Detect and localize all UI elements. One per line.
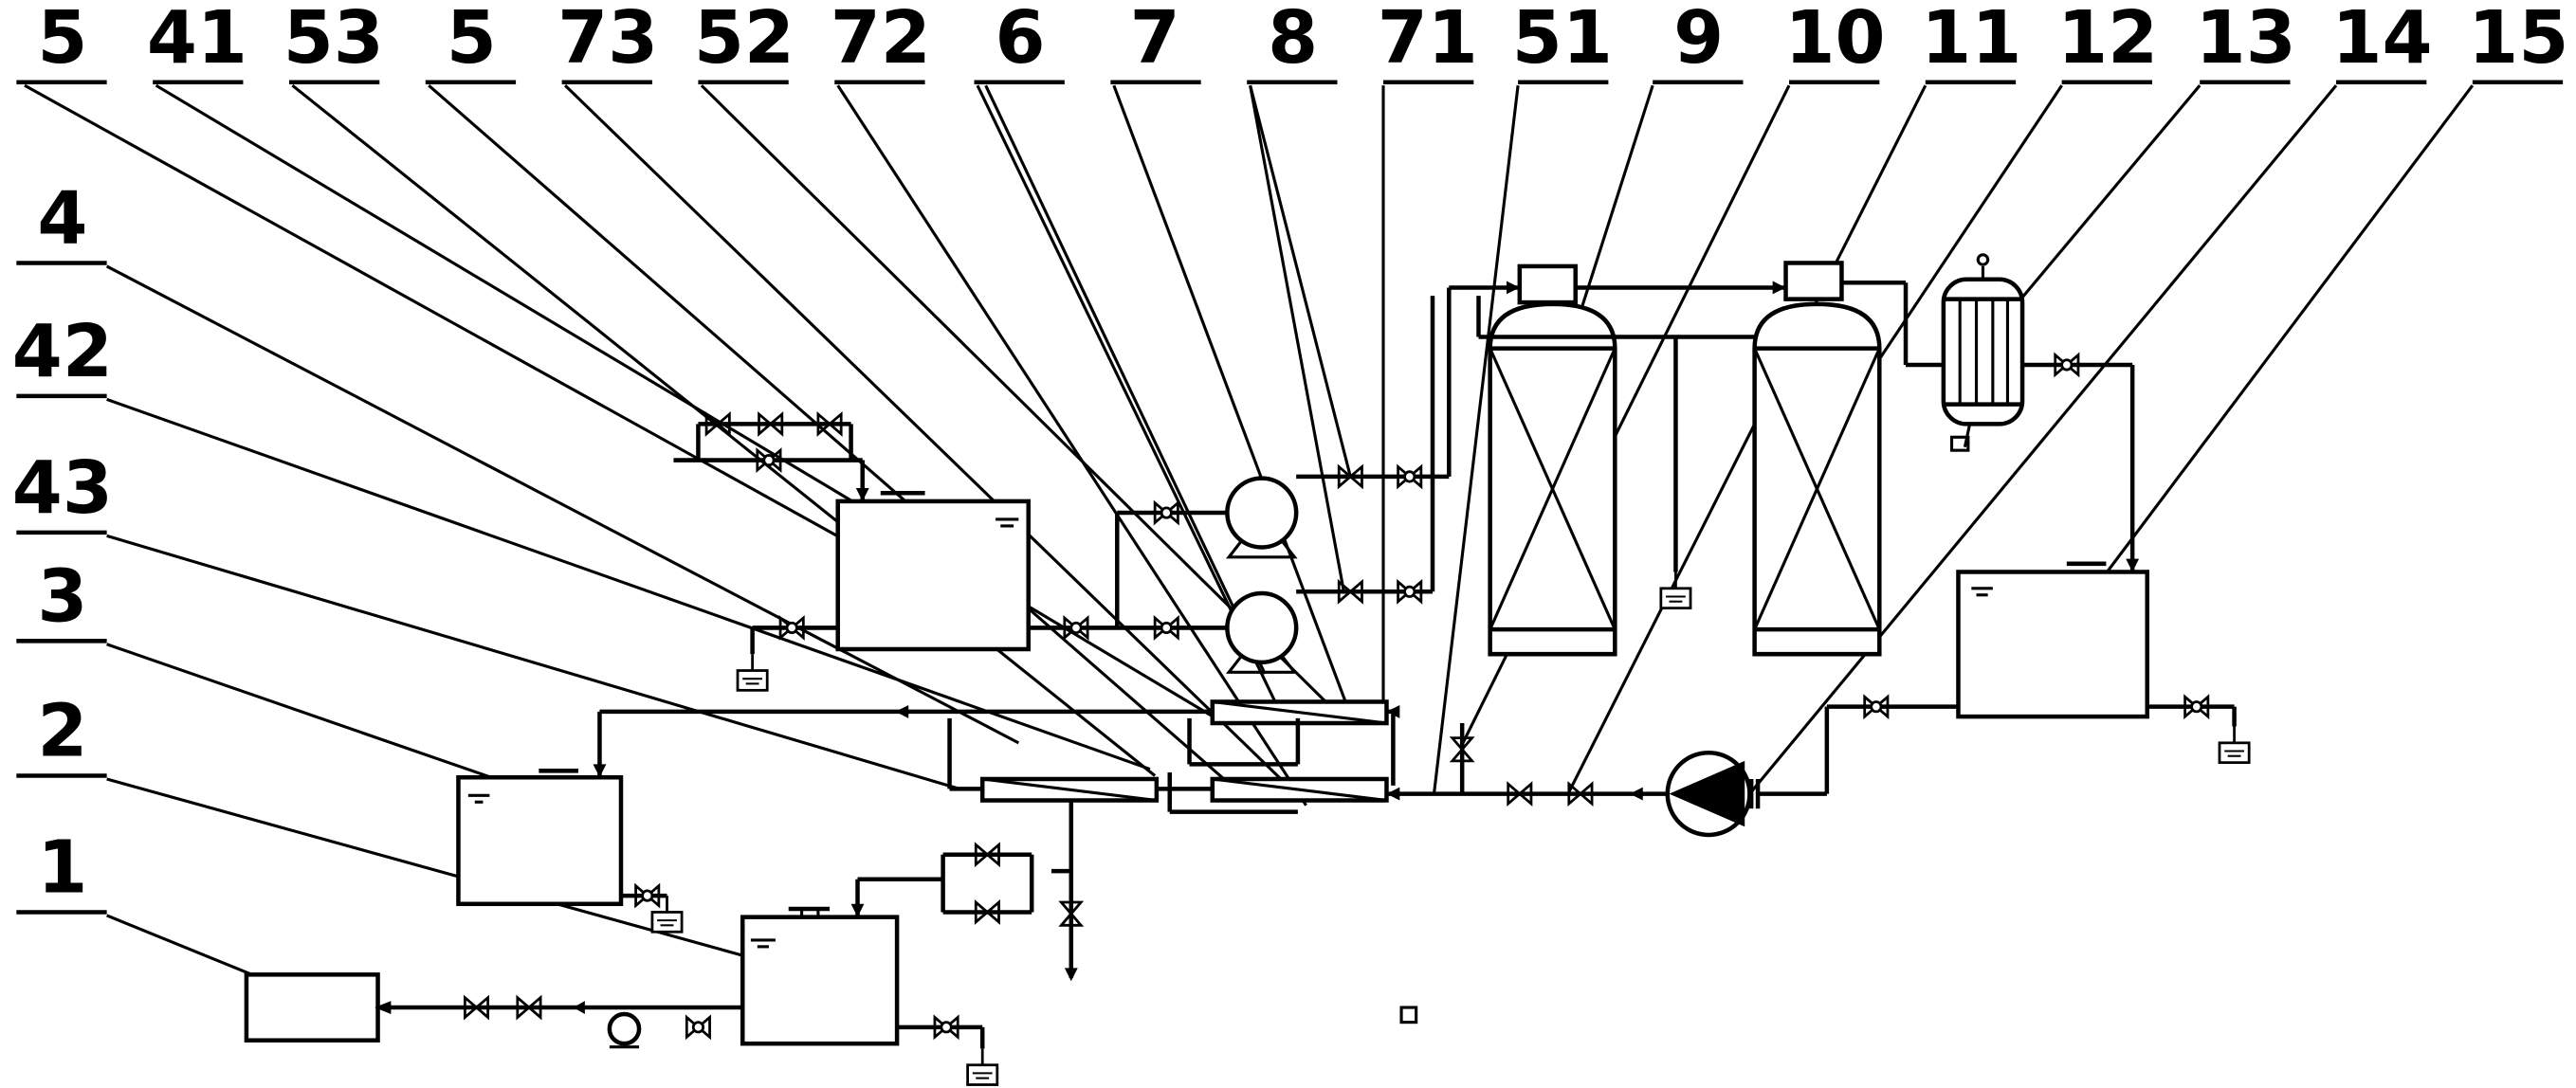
label-top: 73 [557, 0, 658, 80]
label-top: 15 [2468, 0, 2568, 80]
label-left: 43 [12, 445, 113, 530]
feed-pump [607, 1011, 642, 1049]
tank-4 [835, 490, 1031, 652]
label-top: 71 [1378, 0, 1478, 80]
label-top: 14 [2331, 0, 2432, 80]
tank-3 [456, 769, 624, 907]
tank-15 [1956, 561, 2149, 719]
label-top: 53 [283, 0, 384, 80]
column-9 [1488, 263, 1617, 657]
label-top: 8 [1268, 0, 1318, 80]
label-top: 52 [694, 0, 795, 80]
label-top: 51 [1512, 0, 1613, 80]
label-top: 9 [1673, 0, 1724, 80]
valves [463, 354, 2210, 1039]
label-top: 13 [2196, 0, 2296, 80]
label-left: 42 [12, 309, 113, 393]
label-top: 72 [831, 0, 931, 80]
column-11 [1752, 261, 1882, 657]
label-top: 5 [447, 0, 497, 80]
label-top: 7 [1130, 0, 1180, 80]
label-left: 4 [37, 176, 87, 261]
membrane-modules [979, 699, 1389, 803]
label-top: 6 [996, 0, 1046, 80]
left-label-underlines [16, 261, 107, 915]
label-left: 3 [37, 553, 87, 638]
label-top: 41 [147, 0, 247, 80]
label-left: 1 [37, 825, 87, 910]
product-tank-1 [244, 972, 380, 1043]
top-labels: 5 41 53 5 73 52 72 6 7 8 71 51 9 10 11 1… [37, 0, 2568, 80]
pump-8-upper [1225, 476, 1299, 559]
label-left: 2 [37, 689, 87, 773]
flow-arrows [375, 281, 2140, 1014]
pump-13 [1665, 750, 1761, 838]
raw-water-tank-2 [740, 906, 900, 1046]
label-top: 5 [37, 0, 87, 80]
piping [377, 281, 2237, 1049]
label-top: 10 [1784, 0, 1885, 80]
left-labels: 4 42 43 3 2 1 [12, 176, 113, 910]
label-top: 11 [1921, 0, 2021, 80]
small-marker [1399, 1006, 1418, 1025]
filter-12 [1941, 253, 2025, 452]
label-top: 12 [2057, 0, 2158, 80]
pump-8-lower [1225, 590, 1299, 674]
